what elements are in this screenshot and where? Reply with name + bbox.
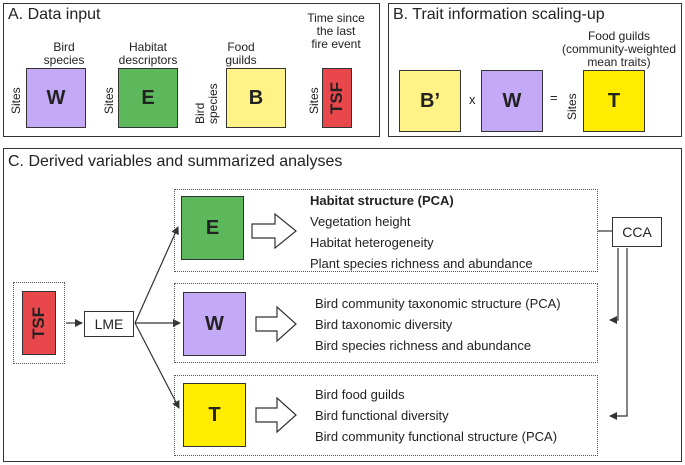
matrix-b-prime: B’ [399, 70, 461, 132]
panel-c-title: C. Derived variables and summarized anal… [8, 153, 343, 170]
arrow-icon-e [251, 212, 297, 250]
food-guilds-cwm-label: Food guilds (community-weighted mean tra… [561, 29, 677, 69]
group-e-item-3: Plant species richness and abundance [310, 256, 533, 271]
matrix-t-c: T [183, 383, 246, 447]
group-w-item-1: Bird taxonomic diversity [315, 317, 453, 332]
group-t-item-0: Bird food guilds [315, 387, 405, 402]
group-e-dotted-box [174, 189, 598, 272]
group-t-item-1: Bird functional diversity [315, 408, 449, 423]
bird-species-label: Bird species [43, 40, 85, 67]
panel-b: B. Trait information scaling-up B’ x W =… [388, 3, 682, 137]
times-operator: x [469, 92, 476, 107]
arrow-cca-t [609, 248, 628, 420]
arrow-lme-e [134, 226, 179, 324]
matrix-w: W [26, 68, 86, 128]
group-w-item-2: Bird species richness and abundance [315, 338, 532, 353]
panel-c: C. Derived variables and summarized anal… [3, 148, 682, 462]
arrow-icon-t [255, 396, 297, 434]
group-w-item-0: Bird community taxonomic structure (PCA) [315, 296, 561, 311]
arrow-cca-w [609, 248, 619, 324]
food-guilds-label: Food guilds [225, 40, 257, 67]
lme-box: LME [84, 311, 134, 337]
matrix-b: B [226, 68, 286, 128]
matrix-tsf-c: TSF [22, 291, 56, 355]
habitat-descriptors-label: Habitat descriptors [118, 40, 178, 67]
matrix-t: T [583, 70, 645, 132]
group-e-item-2: Habitat heterogeneity [310, 235, 434, 250]
group-e-item-0: Habitat structure (PCA) [310, 193, 454, 208]
group-t-dotted-box [174, 375, 598, 456]
time-since-fire-label: Time since the last fire event [307, 11, 365, 51]
matrix-w-c: W [183, 292, 246, 356]
matrix-tsf: TSF [322, 68, 352, 128]
matrix-w-b: W [481, 70, 543, 132]
panel-a-title: A. Data input [8, 6, 101, 23]
arrow-lme-t [134, 322, 180, 409]
panel-b-title: B. Trait information scaling-up [393, 6, 605, 23]
matrix-e-c: E [181, 196, 244, 260]
panel-a: A. Data input Bird species Sites W Habit… [3, 3, 380, 137]
group-e-item-1: Vegetation height [310, 214, 411, 229]
cca-box: CCA [612, 217, 662, 247]
arrow-icon-w [255, 305, 297, 343]
group-t-item-2: Bird community functional structure (PCA… [315, 429, 558, 444]
group-w-dotted-box [174, 283, 598, 363]
matrix-e: E [118, 68, 178, 128]
equals-operator: = [550, 90, 558, 105]
tsf-dotted-box [13, 282, 65, 364]
